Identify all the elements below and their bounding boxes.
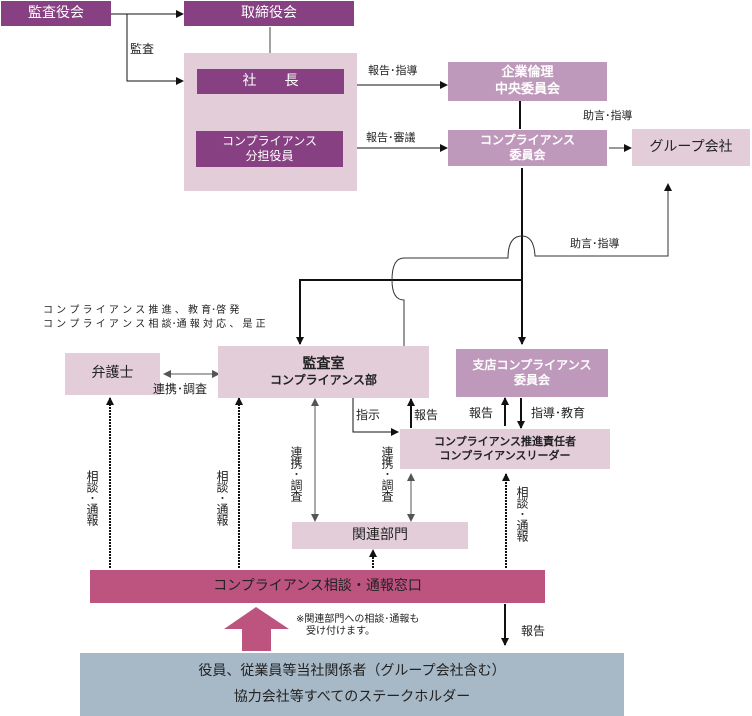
consult-report-label-2: 相談･通報: [215, 470, 229, 525]
compliance-officer-label-2: 分担役員: [245, 149, 294, 163]
president-box: 社 長: [197, 69, 344, 94]
audit-office-label-2: コンプライアンス部: [270, 373, 377, 388]
report-label-1: 報告: [414, 408, 439, 422]
report-label-3: 報告: [521, 624, 546, 638]
cooperation-investigation-label: 連携･調査: [153, 382, 208, 396]
audit-to-president-arrow: [126, 14, 184, 85]
related-departments-box: 関連部門: [292, 522, 468, 549]
compliance-committee-label-1: コンプライアンス: [480, 133, 575, 147]
audit-office-label-1: 監査室: [302, 355, 345, 372]
board-of-directors-box: 取締役会: [184, 1, 354, 26]
audit-board-box: 監査役会: [1, 1, 111, 26]
department-roles-text: コ ン プ ラ イ ア ン ス 推 進 、 教 育･啓 発 コ ン プ ラ イ …: [43, 304, 266, 332]
ethics-committee-box: 企業倫理 中央委員会: [448, 62, 607, 101]
compliance-officer-label-1: コンプライアンス: [222, 134, 317, 148]
audit-label: 監査: [130, 42, 155, 56]
related-departments-label: 関連部門: [352, 526, 408, 543]
department-roles-line-1: コ ン プ ラ イ ア ン ス 推 進 、 教 育･啓 発: [43, 305, 240, 316]
big-up-arrow-icon: [224, 607, 289, 651]
hotline-note-line-1: ※関連部門への相談･通報も: [296, 614, 420, 625]
stakeholders-label-2: 協力会社等すべてのステークホルダー: [233, 688, 471, 705]
report-deliberation-label: 報告･審議: [366, 131, 416, 144]
advice-guidance-label-2: 助言･指導: [570, 237, 620, 250]
hotline-label: コンプライアンス相談・通報窓口: [213, 577, 422, 594]
department-roles-line-2: コ ン プ ラ イ ア ン ス 相 談･通 報 対 応 、 是 正: [43, 319, 266, 330]
cooperation-label-vertical-2: 連携･調査: [380, 446, 394, 501]
compliance-promoter-box: コンプライアンス推進責任者 コンプライアンスリーダー: [400, 429, 610, 469]
ethics-committee-label-2: 中央委員会: [494, 81, 560, 97]
branch-committee-box: 支店コンプライアンス 委員会: [456, 349, 608, 397]
ethics-committee-label-1: 企業倫理: [501, 65, 554, 81]
stakeholders-label-1: 役員、従業員等当社関係者（グループ会社含む）: [198, 663, 506, 680]
lawyer-label: 弁護士: [91, 365, 134, 382]
consult-report-label-3: 相談･通報: [515, 486, 529, 541]
compliance-promoter-label-2: コンプライアンスリーダー: [439, 449, 571, 462]
branch-committee-label-1: 支店コンプライアンス: [472, 358, 592, 372]
compliance-committee-box: コンプライアンス 委員会: [448, 130, 607, 166]
group-companies-box: グループ会社: [632, 129, 750, 166]
trunk-to-audit-arrow: [296, 279, 523, 345]
hotline-box: コンプライアンス相談・通報窓口: [90, 570, 545, 603]
branch-committee-label-2: 委員会: [513, 373, 550, 387]
hotline-note: ※関連部門への相談･通報も 受け付けます。: [296, 614, 419, 638]
compliance-committee-label-2: 委員会: [509, 148, 546, 162]
consult-report-label-1: 相談･通報: [85, 470, 99, 525]
president-label: 社 長: [242, 72, 299, 89]
instruction-arrow: [352, 398, 399, 436]
instruction-label: 指示: [356, 408, 381, 422]
lawyer-box: 弁護士: [65, 353, 160, 395]
guidance-education-label: 指導･教育: [531, 406, 586, 420]
audit-office-box: 監査室 コンプライアンス部: [218, 346, 429, 398]
group-companies-label: グループ会社: [649, 138, 733, 155]
report-guidance-label: 報告･指導: [368, 64, 418, 77]
audit-board-label: 監査役会: [28, 4, 84, 21]
compliance-promoter-label-1: コンプライアンス推進責任者: [433, 435, 576, 449]
cooperation-label-vertical-1: 連携･調査: [289, 446, 303, 501]
advice-guidance-label-1: 助言･指導: [583, 109, 633, 122]
hotline-note-line-2: 受け付けます。: [306, 626, 375, 637]
stakeholders-box: 役員、従業員等当社関係者（グループ会社含む） 協力会社等すべてのステークホルダー: [80, 653, 624, 716]
report-label-2: 報告: [469, 406, 494, 420]
board-of-directors-label: 取締役会: [241, 4, 297, 21]
compliance-officer-box: コンプライアンス 分担役員: [196, 131, 343, 167]
advice-to-group-line: [391, 183, 672, 346]
